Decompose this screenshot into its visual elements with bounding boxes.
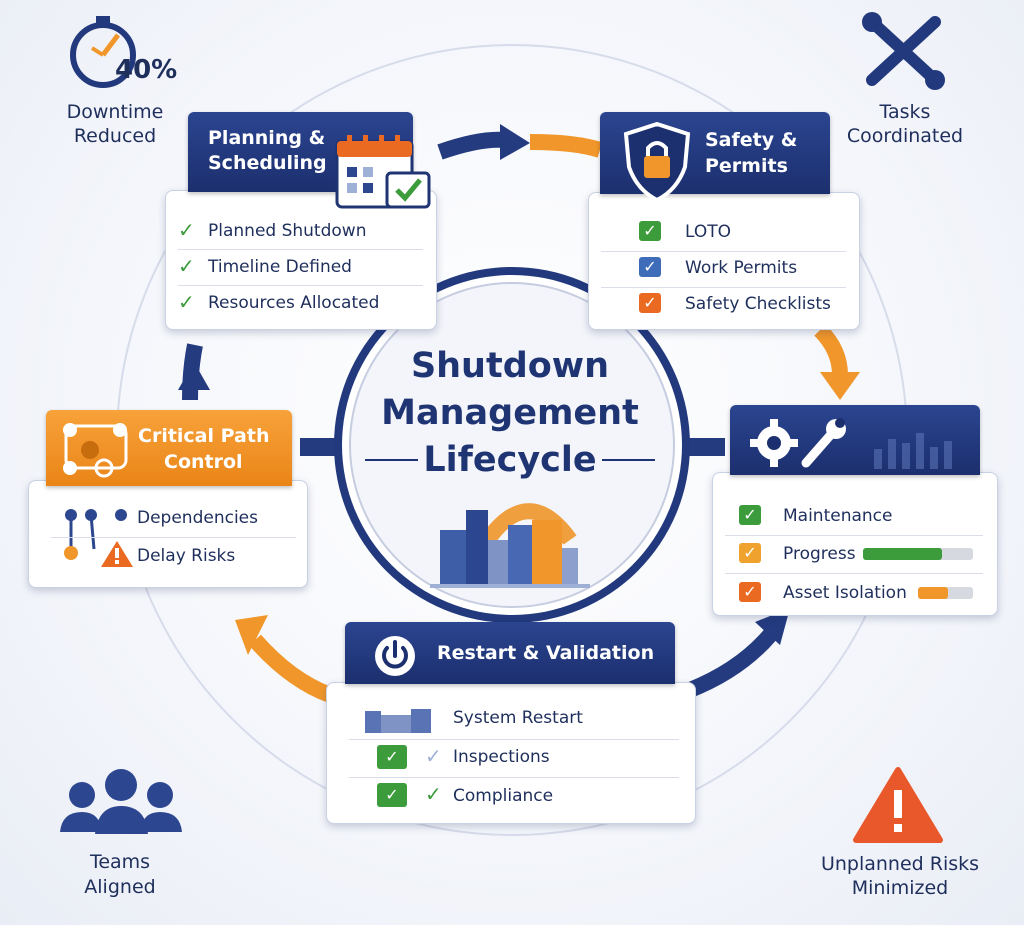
planning-title-line-1: Planning & xyxy=(208,127,326,149)
arrow-left xyxy=(178,362,210,390)
arc-bottom-left-orange xyxy=(248,634,333,703)
check-orange-icon: ✓ xyxy=(739,543,761,563)
arc-bottom-right-navy xyxy=(686,629,777,698)
check-icon: ✓ xyxy=(425,782,442,806)
factory-icon xyxy=(430,503,590,588)
maintenance-item-1: Maintenance xyxy=(783,506,893,526)
check-green-icon: ✓ xyxy=(377,745,407,769)
critical-item-2: Delay Risks xyxy=(137,546,236,566)
arc-top-navy xyxy=(437,131,506,160)
critical-item-1: Dependencies xyxy=(137,508,258,528)
wrench-screwdriver-icon xyxy=(862,12,945,90)
maintenance-card: ✓ Maintenance ✓ Progress ✓ Asset Isolati… xyxy=(712,472,998,616)
planning-item-2: Timeline Defined xyxy=(208,257,352,277)
check-icon: ✓ xyxy=(178,218,195,242)
downtime-value: 40% xyxy=(115,55,178,85)
check-icon: ✓ xyxy=(425,744,442,768)
teams-label-line-2: Aligned xyxy=(84,876,156,898)
restart-item-1: System Restart xyxy=(453,708,583,728)
center-title-line-2: Management xyxy=(381,393,639,433)
factory-icon xyxy=(365,709,431,733)
critical-title-line-2: Control xyxy=(164,451,243,473)
safety-item-2: Work Permits xyxy=(685,258,798,278)
downtime-label-line-1: Downtime xyxy=(66,101,164,123)
check-icon: ✓ xyxy=(178,290,195,314)
maintenance-item-2: Progress xyxy=(783,544,856,564)
safety-item-1: LOTO xyxy=(685,222,732,242)
restart-card: System Restart ✓ ✓ Inspections ✓ ✓ Compl… xyxy=(326,682,696,824)
maintenance-item-3: Asset Isolation xyxy=(783,583,907,603)
safety-header: Safety & Permits xyxy=(600,112,830,202)
network-path-icon xyxy=(63,423,128,478)
maintenance-header xyxy=(730,405,980,475)
check-green-icon: ✓ xyxy=(639,221,661,241)
check-orange-icon: ✓ xyxy=(639,293,661,313)
isolation-bar xyxy=(918,587,973,599)
arc-top-orange xyxy=(529,134,603,158)
padlock-shield-icon xyxy=(623,122,691,202)
warning-icon xyxy=(853,767,943,843)
check-green-icon: ✓ xyxy=(377,783,407,807)
network-path-icon xyxy=(64,509,133,567)
safety-item-3: Safety Checklists xyxy=(685,294,831,314)
safety-title-line-1: Safety & xyxy=(705,129,798,151)
center-disc xyxy=(349,282,675,608)
center-title-line-3: Lifecycle xyxy=(423,440,597,480)
restart-title: Restart & Validation xyxy=(437,642,655,664)
risks-label-line-1: Unplanned Risks xyxy=(820,853,980,875)
arc-right-orange xyxy=(814,324,848,376)
tasks-label-line-1: Tasks xyxy=(879,101,931,123)
teams-label-line-1: Teams xyxy=(89,851,151,873)
planning-item-1: Planned Shutdown xyxy=(208,221,367,241)
safety-card: ✓ LOTO ✓ Work Permits ✓ Safety Checklist… xyxy=(588,192,860,330)
check-blue-icon: ✓ xyxy=(639,257,661,277)
calendar-icon xyxy=(335,135,431,209)
planning-item-3: Resources Allocated xyxy=(208,293,380,313)
team-icon xyxy=(60,769,182,834)
planning-title-line-2: Scheduling xyxy=(208,152,327,174)
arrow-top xyxy=(500,124,530,160)
check-red-icon: ✓ xyxy=(739,582,761,602)
arrow-bottom-left xyxy=(235,615,268,655)
power-icon xyxy=(375,636,415,676)
center-title-line-1: Shutdown xyxy=(410,346,610,386)
safety-title-line-2: Permits xyxy=(705,155,788,177)
stopwatch-icon xyxy=(70,16,136,88)
check-green-icon: ✓ xyxy=(739,505,761,525)
gears-wrench-icon xyxy=(750,418,952,469)
arrow-right xyxy=(820,372,860,400)
planning-card: ✓ Planned Shutdown ✓ Timeline Defined ✓ … xyxy=(165,190,437,330)
critical-card: Dependencies Delay Risks xyxy=(28,480,308,588)
check-icon: ✓ xyxy=(178,254,195,278)
tasks-label-line-2: Coordinated xyxy=(846,125,964,147)
restart-header: Restart & Validation xyxy=(345,622,675,684)
critical-title-line-1: Critical Path xyxy=(138,425,270,447)
arrow-bottom-right xyxy=(755,608,790,645)
restart-item-2: Inspections xyxy=(453,747,550,767)
progress-bar xyxy=(863,548,973,560)
critical-header: Critical Path Control xyxy=(46,410,292,486)
restart-item-3: Compliance xyxy=(453,786,554,806)
risks-label-line-2: Minimized xyxy=(851,877,949,899)
downtime-label-line-2: Reduced xyxy=(73,125,157,147)
